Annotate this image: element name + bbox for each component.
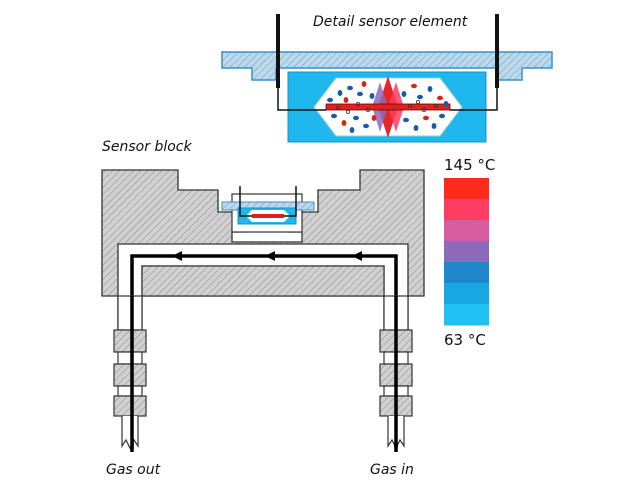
detail-sensor-element [221,14,553,143]
flow-arrows [172,251,362,261]
sensor-block [101,169,425,331]
fitting-left [113,295,147,450]
scale-segment [444,304,489,326]
scale-max-label: 145 °C [444,156,495,174]
scale-segment [444,199,489,221]
temperature-scale [444,178,489,326]
gas-in-label: Gas in [370,462,414,478]
sensor-heater-small [252,214,284,218]
scale-segment [444,241,489,263]
scale-segment [444,283,489,305]
detail-heater-strip [325,103,451,111]
scale-segment [444,262,489,284]
scale-segment [444,220,489,242]
detail-title: Detail sensor element [313,14,468,30]
scale-segment [444,178,489,200]
gas-out-label: Gas out [106,462,161,478]
gas-molecules [327,81,449,133]
sensor-block-title: Sensor block [102,139,192,155]
scale-min-label: 63 °C [444,331,486,349]
